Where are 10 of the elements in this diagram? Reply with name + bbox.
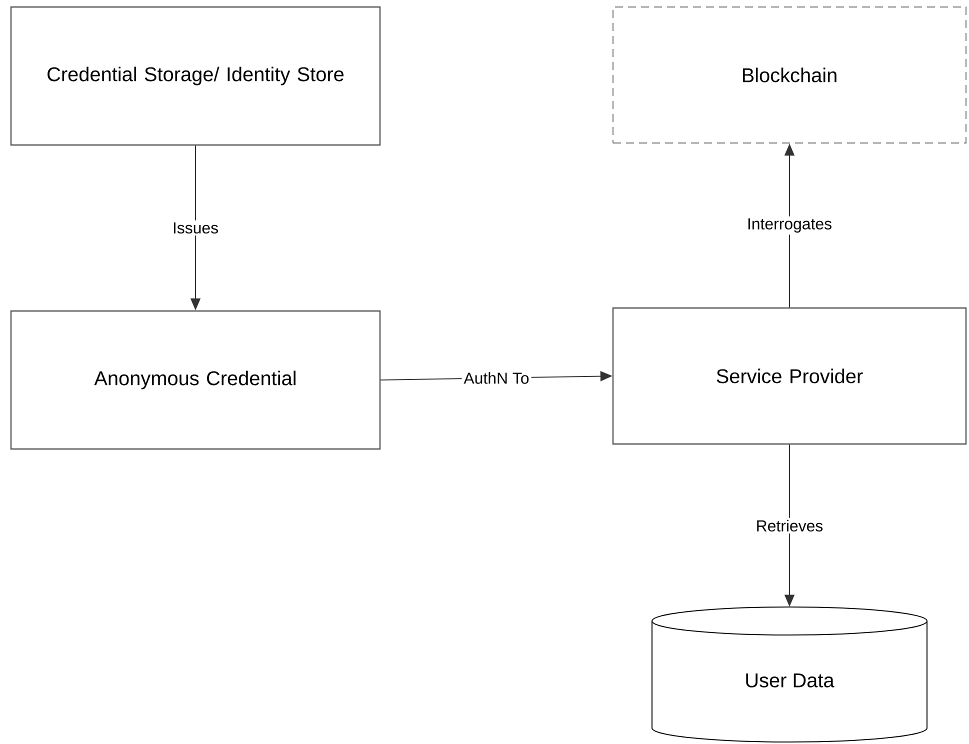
node-label: User Data	[746, 674, 834, 688]
edge-label: Issues	[170, 220, 221, 236]
database-cylinder: User Data	[652, 606, 928, 742]
process-box: Anonymous Credential	[10, 310, 381, 450]
edge-label: Retrieves	[754, 518, 826, 534]
process-box: Credential Storage/ Identity Store	[10, 6, 381, 146]
process-box: Service Provider	[612, 307, 967, 445]
edge-label: AuthN To	[462, 370, 532, 386]
dashed-box: Blockchain	[612, 6, 967, 144]
edge-label: Interrogates	[744, 216, 834, 235]
